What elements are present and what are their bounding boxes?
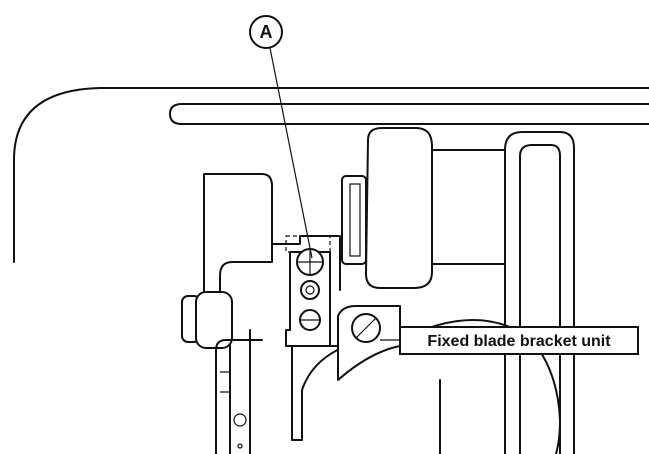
pulley-hub-inner	[349, 183, 361, 257]
callout-a-label: A	[260, 22, 273, 42]
pulley-hub	[341, 175, 367, 265]
vertical-rod-inner	[519, 144, 561, 454]
cutting-disk	[399, 319, 561, 454]
needle-bar	[215, 339, 263, 454]
left-roller-body	[195, 291, 233, 349]
pulley-housing	[365, 127, 433, 289]
left-arm-lower	[229, 329, 251, 454]
washer-hole	[305, 285, 315, 295]
needle-bar-hole-2	[237, 443, 243, 449]
callout-a-leader	[269, 47, 313, 259]
washer	[300, 280, 320, 300]
bracket-screw-slot	[355, 317, 377, 339]
vertical-rod	[504, 131, 575, 454]
needle-bar-hole	[233, 413, 247, 427]
housing-outline	[13, 87, 649, 263]
part-label: Fixed blade bracket unit	[427, 333, 611, 350]
left-arm	[203, 173, 273, 331]
rail	[169, 103, 649, 125]
callout-a-circle	[249, 15, 283, 49]
needle-bar-ticks	[220, 371, 230, 393]
